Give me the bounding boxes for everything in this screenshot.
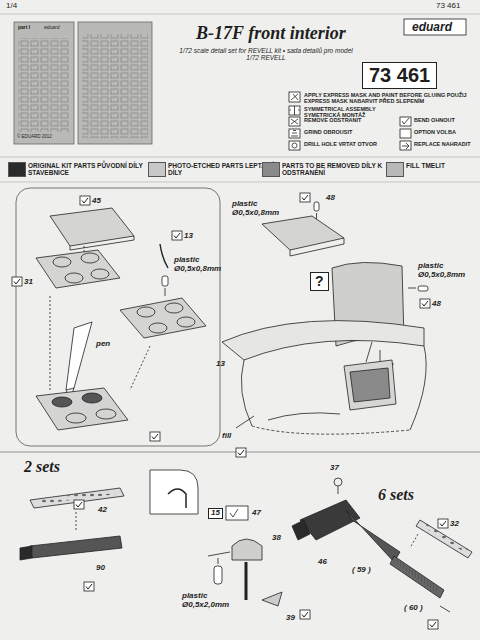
callout-number: 42 — [98, 506, 107, 515]
legend-swatch — [8, 162, 26, 177]
callout-number: 32 — [450, 520, 459, 529]
fret-text: part I — [18, 25, 30, 31]
legend-text: PHOTO-ETCHED PARTS LEPTANÉ DÍLY — [168, 162, 276, 177]
callout-number: 39 — [286, 614, 295, 623]
callout-number: ( 60 ) — [404, 604, 423, 613]
material-note: plastic Ø0,5x2,0mm — [182, 592, 240, 610]
set-number: 73 461 — [369, 64, 430, 86]
callout-number: 15 — [208, 508, 223, 519]
callout-number: 48 — [432, 300, 441, 309]
callout-label: pen — [96, 340, 110, 349]
material-note: plastic Ø0,5x0,8mm — [174, 256, 224, 274]
legend-text: REMOVE ODSTRANIT — [304, 117, 394, 123]
legend-text: DRILL HOLE VRTAT OTVOR — [304, 141, 394, 147]
callout-number: 45 — [92, 197, 101, 206]
fret-text: © EDUARD 2012 — [17, 135, 52, 140]
legend-text: APPLY EXPRESS MASK AND PAINT BEFORE GLUI… — [304, 92, 474, 105]
set-number-box: 73 461 — [362, 62, 437, 89]
callout-number: 31 — [24, 278, 33, 287]
fill-label: fill — [222, 432, 231, 441]
legend-text: GRIND OBROUSIT — [304, 129, 394, 135]
callout-number: 38 — [272, 534, 281, 543]
callout-number: 37 — [330, 464, 339, 473]
callout-number: 47 — [252, 509, 261, 518]
legend-text: BEND OHNOUT — [414, 117, 474, 123]
page-number: 1/4 — [6, 2, 17, 11]
legend-swatch — [262, 162, 280, 177]
callout-number: 90 — [96, 564, 105, 573]
material-note: plastic Ø0,5x0,8mm — [418, 262, 468, 280]
subtitle: 1/72 scale detail set for REVELL kit • s… — [176, 47, 356, 61]
legend-text: FILL TMELIT — [406, 162, 480, 169]
material-note: plastic Ø0,5x0,8mm — [232, 200, 282, 218]
legend-text: ORIGINAL KIT PARTS PŮVODNÍ DÍLY STAVEBNI… — [28, 162, 144, 177]
set-code: 73 461 — [436, 2, 460, 11]
sheet-title: B-17F front interior — [196, 24, 346, 44]
set-count: 6 sets — [378, 486, 414, 504]
callout-number: 13 — [184, 232, 193, 241]
legend-text: SYMMETRICAL ASSEMBLY SYMETRICKÁ MONTÁŽ — [304, 106, 394, 119]
legend-swatch — [386, 162, 404, 177]
legend-text: OPTION VOLBA — [414, 129, 474, 135]
option-mark: ? — [310, 272, 329, 291]
brand-logo: eduard — [412, 21, 452, 34]
callout-number: ( 59 ) — [352, 566, 371, 575]
callout-number: 48 — [326, 194, 335, 203]
callout-number: 46 — [318, 558, 327, 567]
set-count: 2 sets — [24, 458, 60, 476]
legend-swatch — [148, 162, 166, 177]
callout-number: 13 — [216, 360, 225, 369]
legend-text: REPLACE NAHRADIT — [414, 141, 474, 147]
fret-text: eduard — [44, 25, 60, 31]
legend-text: PARTS TO BE REMOVED DÍLY K ODSTRANĚNÍ — [282, 162, 400, 177]
